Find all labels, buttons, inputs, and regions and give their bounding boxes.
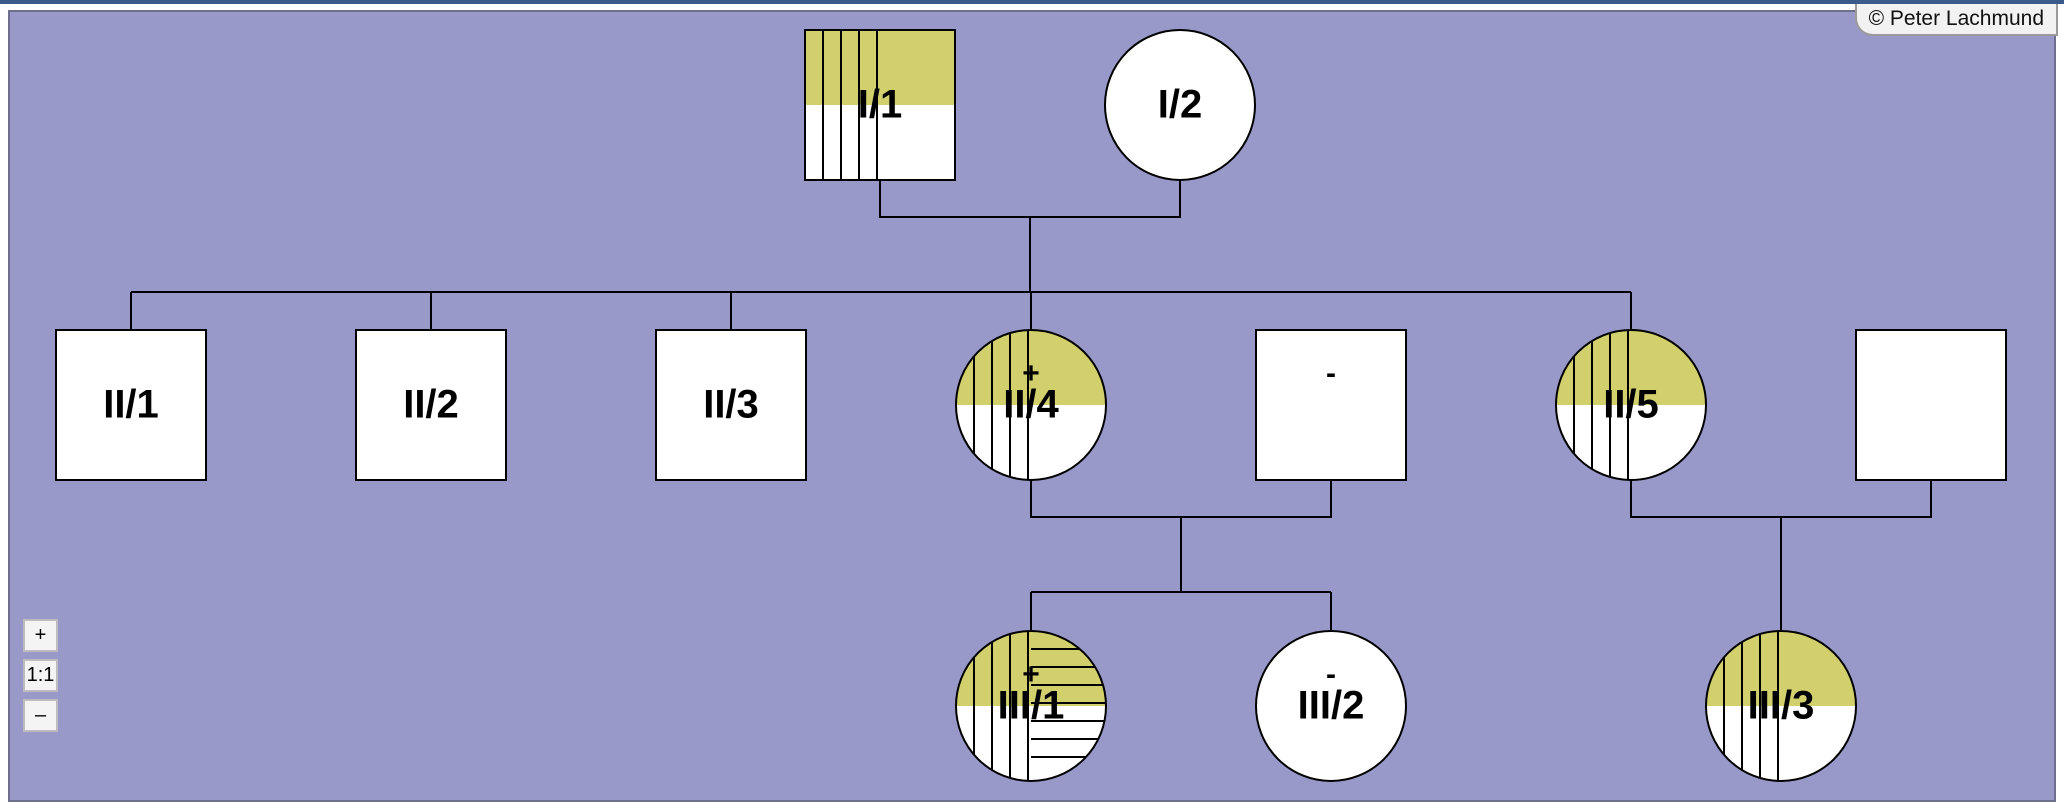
individual-iii-1[interactable]: +III/1 (955, 630, 1107, 782)
zoom-reset-button[interactable]: 1:1 (23, 659, 58, 692)
individual-label: III/1 (998, 684, 1065, 728)
individual-ii-5[interactable]: II/5 (1555, 329, 1707, 481)
male-symbol (355, 329, 507, 481)
couple-line (879, 180, 1181, 218)
individual-ii-2[interactable]: II/2 (355, 329, 507, 481)
test-result-mark: + (1022, 357, 1040, 390)
couple-line (1030, 480, 1332, 518)
test-result-mark: - (1326, 357, 1336, 390)
affected-shading (805, 30, 955, 105)
zoom-out-button[interactable]: – (23, 699, 58, 732)
individual-label: II/3 (703, 383, 759, 427)
copyright-label: © Peter Lachmund (1854, 4, 2058, 36)
relationship-lines (130, 180, 1932, 631)
individual-ii-4[interactable]: +II/4 (955, 329, 1107, 481)
female-symbol (955, 329, 1107, 481)
individual-label: I/1 (858, 83, 902, 127)
individual-iii-2[interactable]: -III/2 (1255, 630, 1407, 782)
individual-label: II/1 (103, 383, 159, 427)
individual-label: II/2 (403, 383, 459, 427)
male-symbol (1855, 329, 2007, 481)
female-symbol (1104, 29, 1256, 181)
individual-label: III/2 (1298, 684, 1365, 728)
male-symbol (655, 329, 807, 481)
test-result-mark: + (1022, 658, 1040, 691)
test-result-mark: - (1326, 658, 1336, 691)
individual-iii-3[interactable]: III/3 (1705, 630, 1857, 782)
female-symbol (1555, 329, 1707, 481)
individual-label: I/2 (1158, 83, 1202, 127)
individual-label: II/4 (1003, 383, 1059, 427)
individual-ii-3[interactable]: II/3 (655, 329, 807, 481)
individual-ii-1[interactable]: II/1 (55, 329, 207, 481)
zoom-in-button[interactable]: + (23, 619, 58, 652)
female-symbol (955, 630, 1107, 782)
individual-label: III/3 (1748, 684, 1815, 728)
individual-spouse-ii5[interactable] (1855, 329, 2007, 481)
individual-i-1[interactable]: I/1 (804, 29, 956, 181)
male-symbol (1255, 329, 1407, 481)
male-symbol (55, 329, 207, 481)
couple-line (1630, 480, 1932, 518)
individual-label: II/5 (1603, 383, 1659, 427)
individual-i-2[interactable]: I/2 (1104, 29, 1256, 181)
male-symbol (804, 29, 956, 181)
individual-spouse-ii4[interactable]: - (1255, 329, 1407, 481)
window-top-border (0, 0, 2064, 4)
female-symbol (1255, 630, 1407, 782)
female-symbol (1705, 630, 1857, 782)
